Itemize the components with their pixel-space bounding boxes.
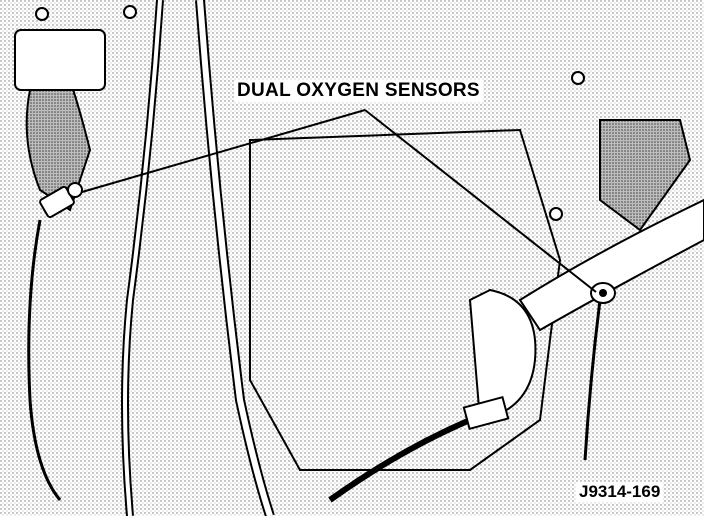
right-exhaust-pipe: [599, 119, 692, 232]
figure-id: J9314-169: [576, 482, 664, 502]
wiring-harness-main-inner: [197, 0, 273, 516]
left-flange: [14, 29, 106, 91]
oxygen-sensor-left: [39, 182, 83, 219]
oxygen-sensor-right: [590, 282, 616, 304]
sensor-lead-right: [583, 299, 602, 461]
leader-line-right: [364, 109, 597, 293]
bolt: [123, 5, 137, 19]
lower-harness: [328, 417, 472, 503]
callout-label: DUAL OXYGEN SENSORS: [234, 80, 483, 102]
harness-connector: [462, 395, 510, 431]
bolt: [571, 71, 585, 85]
leader-line-left: [81, 109, 366, 193]
bolt: [35, 7, 49, 21]
sensor-lead-left: [27, 219, 62, 501]
right-crossover-pipe: [518, 198, 704, 332]
wiring-harness-left-inner: [123, 0, 162, 516]
bolt: [549, 207, 563, 221]
